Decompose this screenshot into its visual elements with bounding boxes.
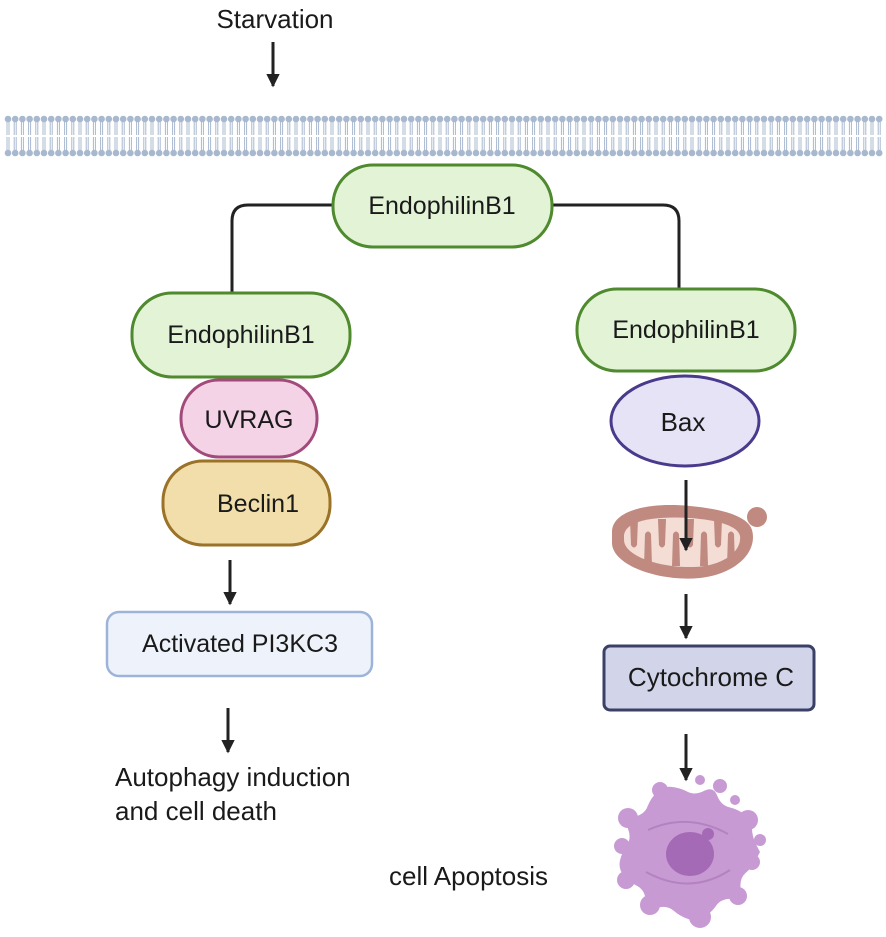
- mitochondrion-icon: [612, 505, 767, 579]
- autophagy-label-line2: and cell death: [115, 796, 277, 826]
- uvrag-label: UVRAG: [205, 406, 294, 434]
- starvation-label: Starvation: [216, 4, 333, 34]
- pi3kc3-label: Activated PI3KC3: [142, 630, 338, 658]
- right-endophilin-node: EndophilinB1: [575, 287, 797, 373]
- hub-endophilin-node: EndophilinB1: [331, 163, 554, 249]
- right-endophilin-label: EndophilinB1: [612, 316, 759, 344]
- hub-endophilin-label: EndophilinB1: [368, 192, 515, 220]
- apoptotic-cell-icon: [614, 775, 766, 928]
- right-branch-connector: [552, 203, 681, 288]
- left-endophilin-label: EndophilinB1: [167, 321, 314, 349]
- bax-label: Bax: [661, 407, 706, 437]
- autophagy-label-line1: Autophagy induction: [115, 762, 351, 792]
- bax-node: Bax: [609, 374, 761, 468]
- uvrag-node: UVRAG: [179, 378, 319, 459]
- left-branch-connector: [230, 203, 333, 292]
- beclin-node: Beclin1: [161, 459, 332, 547]
- pi3kc3-node: Activated PI3KC3: [105, 610, 374, 678]
- left-endophilin-node: EndophilinB1: [130, 291, 352, 379]
- cytochrome-label: Cytochrome C: [628, 662, 794, 692]
- apoptosis-label: cell Apoptosis: [389, 861, 548, 891]
- lipid-bilayer-icon: [4, 115, 883, 157]
- cytochrome-node: Cytochrome C: [602, 644, 816, 712]
- beclin-label: Beclin1: [217, 490, 299, 518]
